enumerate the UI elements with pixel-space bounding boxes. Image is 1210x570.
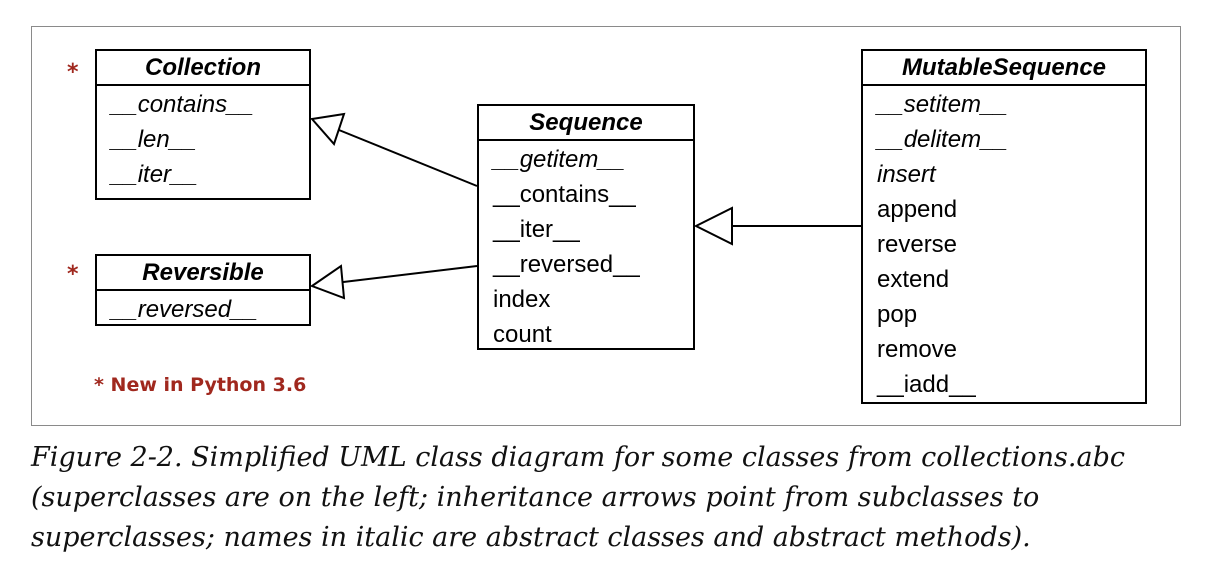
method-item: insert — [877, 161, 936, 188]
method-item: __contains__ — [493, 181, 636, 208]
method-list: __setitem__ __delitem__insert append revers… — [863, 86, 1145, 402]
class-name: Collection — [97, 51, 309, 86]
method-list: __reversed__ — [97, 291, 309, 327]
method-item: __contains__ — [111, 91, 254, 118]
arrow-mutablesequence-to-sequence — [693, 206, 861, 246]
class-name: Sequence — [479, 106, 693, 141]
method-item: extend — [877, 266, 950, 293]
legend-note: * New in Python 3.6 — [94, 374, 307, 396]
method-item: reverse — [877, 231, 958, 258]
method-item: append — [877, 196, 958, 223]
method-item: __reversed__ — [493, 251, 640, 278]
method-item: __reversed__ — [111, 296, 258, 323]
method-item: __setitem__ — [877, 91, 1008, 118]
method-item: __iter__ — [493, 216, 580, 243]
method-list: __getitem__ __contains__ __iter__ __reverse… — [479, 141, 693, 352]
class-collection: Collection __contains__ __len__ __iter__ — [95, 49, 311, 200]
arrow-sequence-to-reversible — [309, 264, 478, 300]
class-name: MutableSequence — [863, 51, 1145, 86]
class-name: Reversible — [97, 256, 309, 291]
new-in-36-marker: * — [67, 60, 79, 85]
method-item: __iter__ — [111, 161, 198, 188]
arrow-sequence-to-collection — [310, 112, 478, 187]
class-mutablesequence: MutableSequence __setitem__ __delitem__in… — [861, 49, 1147, 404]
method-item: index — [493, 286, 551, 313]
method-item: count — [493, 321, 552, 348]
class-sequence: Sequence __getitem__ __contains__ __iter__… — [477, 104, 695, 350]
method-list: __contains__ __len__ __iter__ — [97, 86, 309, 192]
figure-caption: Figure 2-2. Simplified UML class diagram… — [31, 442, 1126, 553]
method-item: remove — [877, 336, 958, 363]
method-item: __getitem__ — [493, 146, 626, 173]
method-item: __iadd__ — [877, 371, 976, 398]
method-item: pop — [877, 301, 918, 328]
method-item: __delitem__ — [877, 126, 1008, 153]
method-item: __len__ — [111, 126, 197, 153]
new-in-36-marker: * — [67, 262, 79, 287]
class-reversible: Reversible __reversed__ — [95, 254, 311, 326]
diagram-frame — [31, 26, 1181, 426]
